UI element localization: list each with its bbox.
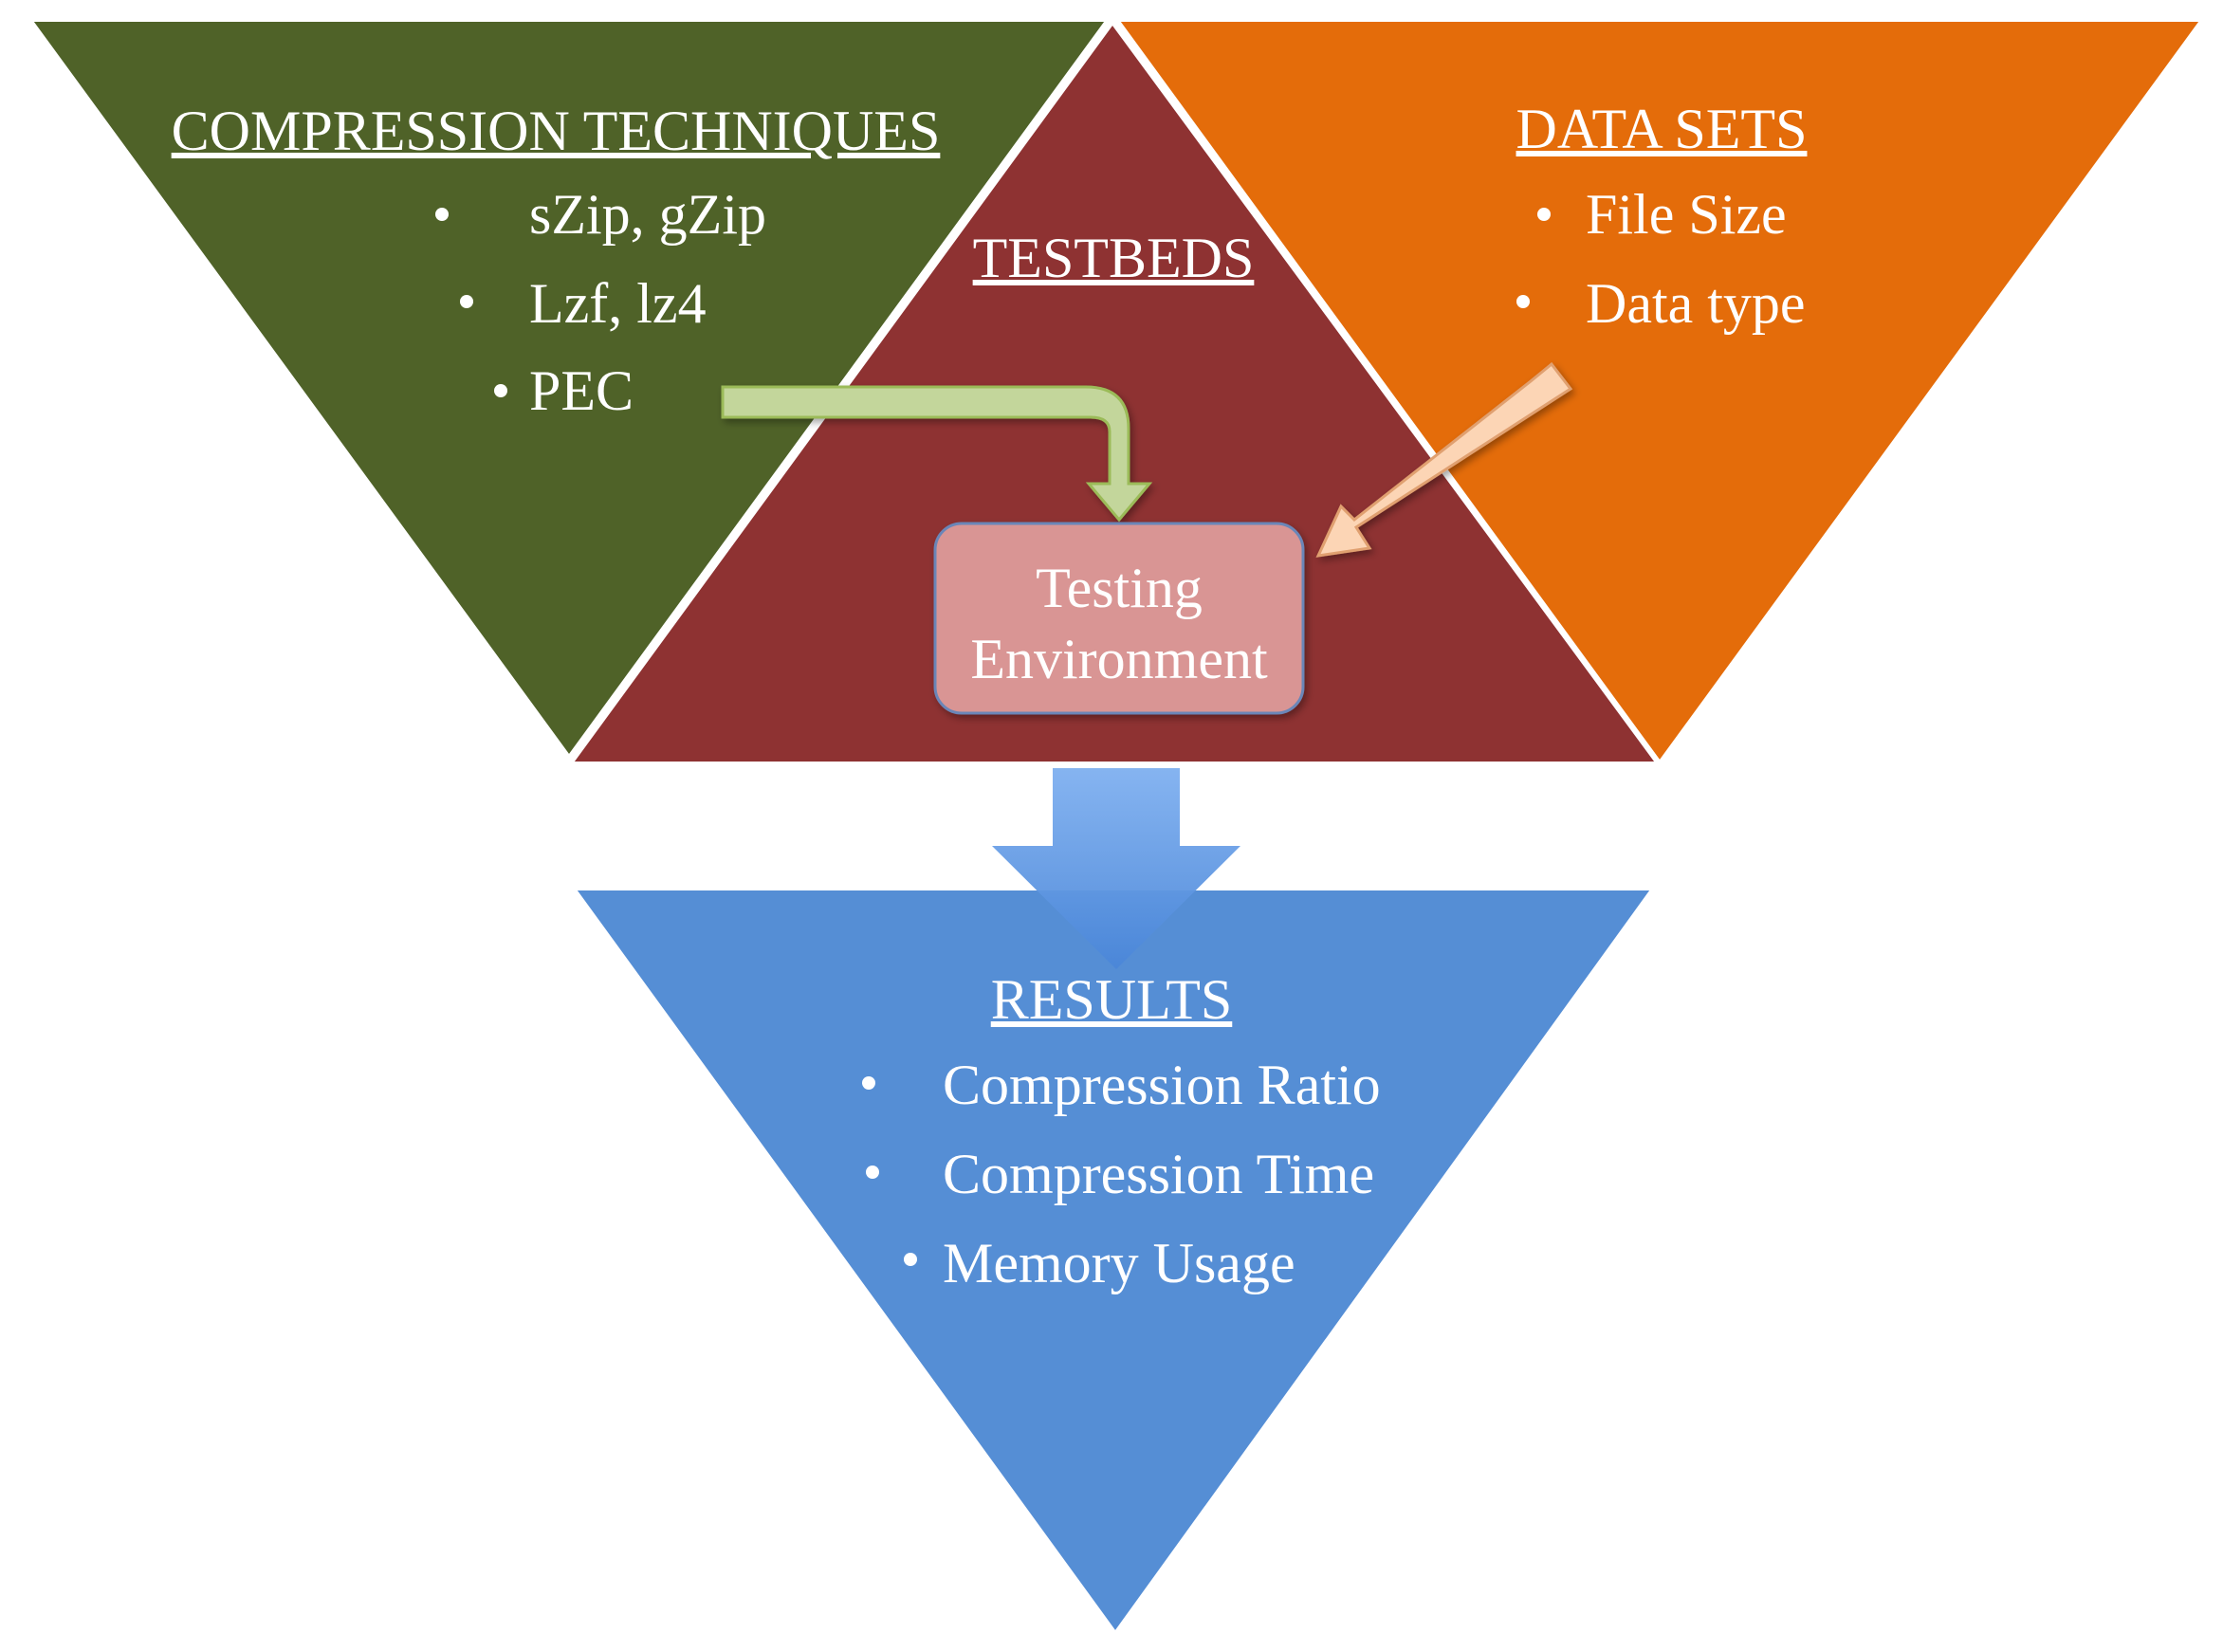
compression-item-2: Lzf, lz4 — [529, 272, 707, 335]
results-item-1: Compression Ratio — [943, 1054, 1381, 1116]
compression-heading: COMPRESSION TECHNIQUES — [172, 100, 941, 162]
datasets-heading: DATA SETS — [1516, 98, 1808, 160]
arrow-down-icon — [992, 768, 1240, 969]
bullet-icon — [862, 1076, 875, 1090]
arrow-diagonal-peach-icon — [1315, 361, 1573, 558]
results-heading: RESULTS — [991, 968, 1233, 1031]
bullet-icon — [460, 295, 473, 308]
bullet-icon — [866, 1166, 879, 1179]
testing-environment-box — [933, 522, 1305, 715]
datasets-item-1: File Size — [1586, 183, 1787, 246]
bullet-icon — [904, 1253, 917, 1266]
bullet-icon — [435, 208, 449, 221]
testing-environment-line1: Testing — [1036, 557, 1203, 619]
bullet-icon — [494, 384, 507, 397]
arrow-bent-green-icon — [721, 385, 1153, 523]
datasets-item-2: Data type — [1586, 272, 1806, 335]
compression-item-1: sZip, gZip — [529, 183, 766, 246]
testbeds-heading: TESTBEDS — [973, 227, 1255, 289]
compression-item-3: PEC — [529, 359, 634, 422]
bullet-icon — [1516, 295, 1530, 308]
results-item-2: Compression Time — [943, 1143, 1374, 1205]
bullet-icon — [1537, 208, 1551, 221]
testing-environment-line2: Environment — [970, 628, 1268, 690]
results-item-3: Memory Usage — [943, 1232, 1295, 1294]
